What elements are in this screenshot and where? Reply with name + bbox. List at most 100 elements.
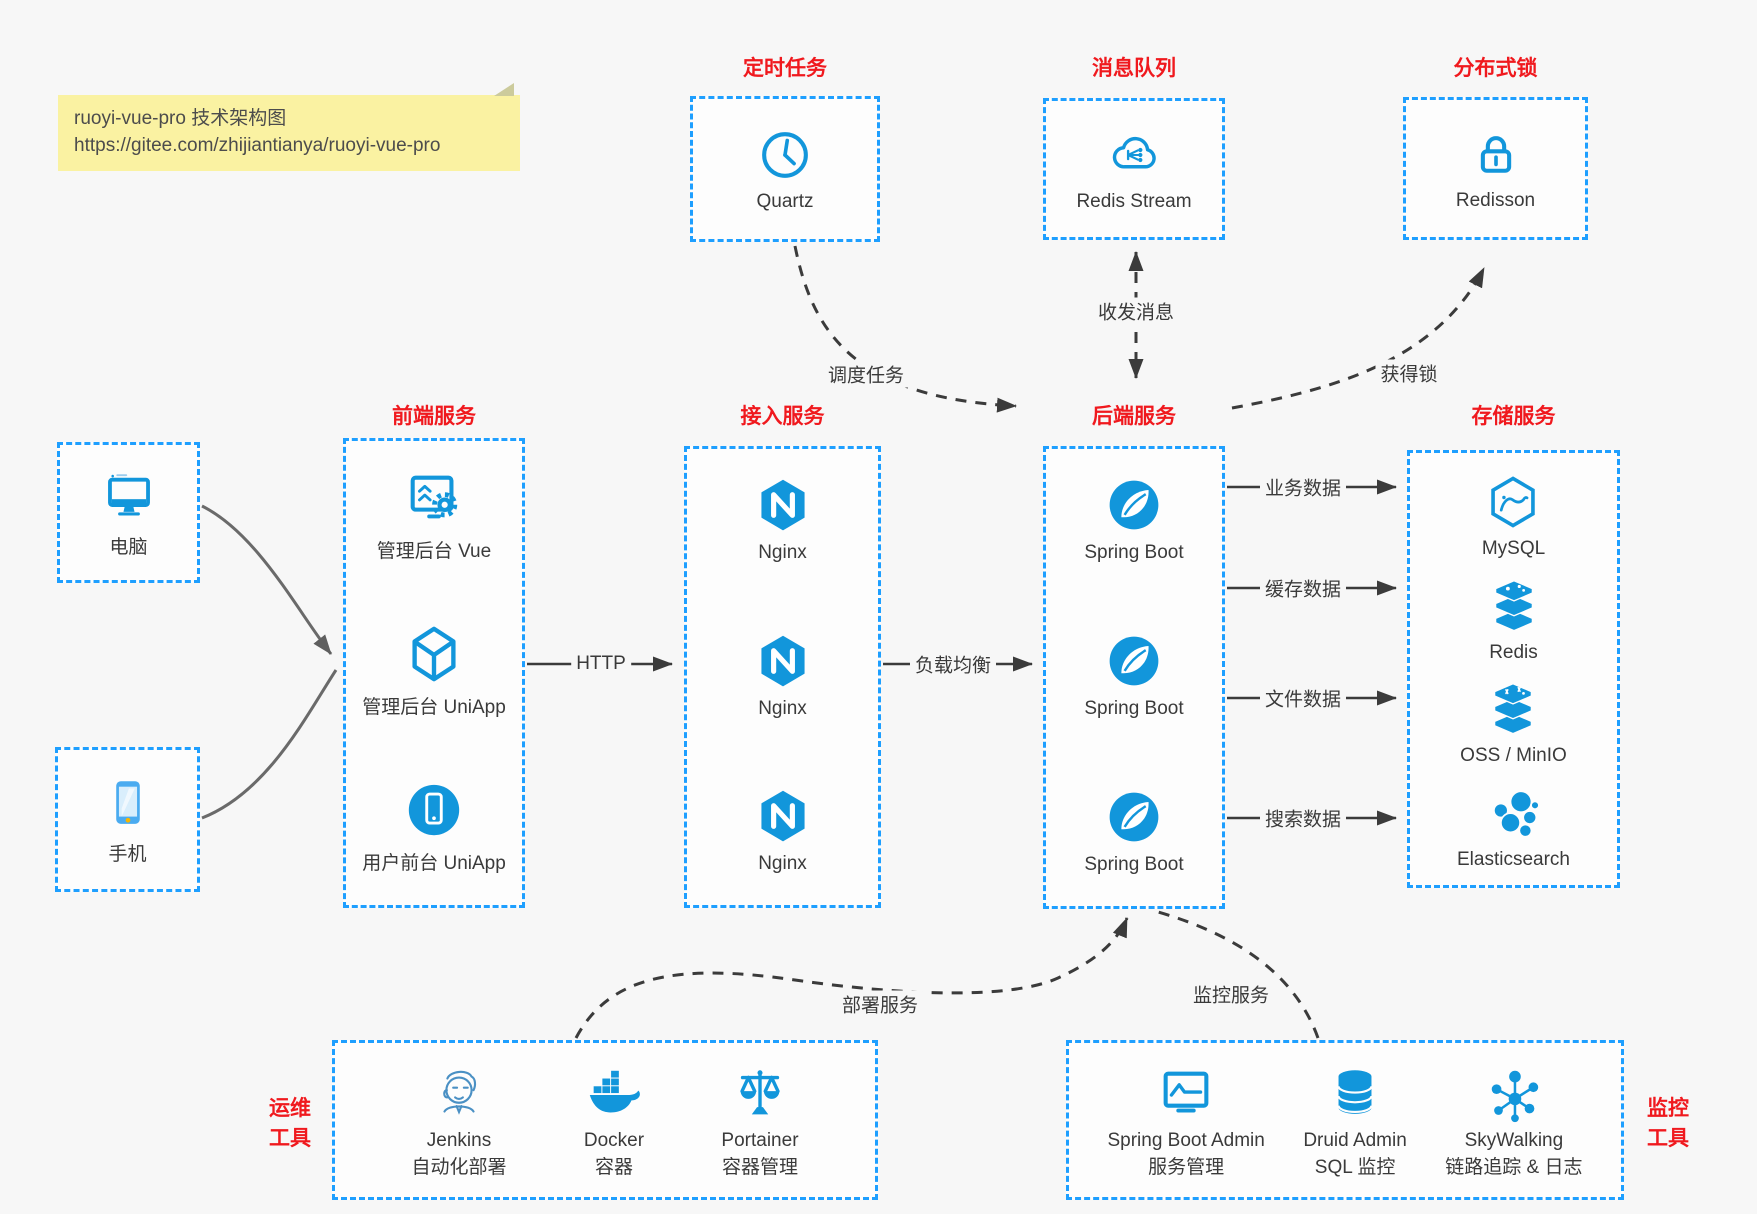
- node-spring-boot-3: Spring Boot: [1084, 787, 1184, 876]
- node-sublabel: 自动化部署: [411, 1157, 507, 1178]
- edge-label-file-data: 文件数据: [1259, 684, 1347, 712]
- edge-label-load-balance: 负载均衡: [909, 650, 997, 678]
- node-label: Redis: [1489, 641, 1538, 663]
- node-label: Nginx: [758, 853, 807, 874]
- box-ops-tools: Jenkins 自动化部署 Docker 容器: [332, 1040, 878, 1200]
- ops-title-line2: 工具: [269, 1127, 311, 1150]
- node-label: 用户前台 UniApp: [362, 853, 506, 874]
- elasticsearch-icon: [1492, 790, 1540, 838]
- edge-label-http: HTTP: [571, 653, 631, 675]
- node-label: Redis Stream: [1076, 190, 1192, 212]
- node-label: Docker: [583, 1130, 645, 1151]
- node-admin-vue: 管理后台 Vue: [377, 467, 491, 563]
- nginx-icon: [760, 790, 805, 842]
- node-druid-admin: Druid Admin SQL 监控: [1303, 1064, 1407, 1180]
- edge-label-search-data: 搜索数据: [1259, 804, 1347, 832]
- box-gateway-services: Nginx Nginx Nginx: [684, 446, 881, 908]
- box-pc-client: 电脑: [57, 442, 200, 583]
- column-title-storage: 存储服务: [1471, 405, 1556, 428]
- smartphone-icon: [115, 780, 140, 824]
- note-url: https://gitee.com/zhijiantianya/ruoyi-vu…: [74, 135, 441, 156]
- edge-pc-frontend-curve: [201, 504, 333, 655]
- node-label: Spring Boot Admin: [1107, 1130, 1265, 1151]
- node-label: Nginx: [758, 542, 807, 563]
- node-label: Druid Admin: [1303, 1130, 1407, 1151]
- column-title-frontend: 前端服务: [392, 405, 476, 428]
- edge-label-message: 收发消息: [1092, 297, 1180, 325]
- node-jenkins: Jenkins 自动化部署: [411, 1064, 506, 1180]
- monitoring-title-line2: 工具: [1647, 1127, 1689, 1150]
- padlock-icon: [1480, 136, 1511, 173]
- node-label: OSS / MinIO: [1460, 745, 1567, 767]
- node-redis: Redis: [1486, 579, 1542, 664]
- node-sublabel: 服务管理: [1148, 1157, 1225, 1178]
- mysql-icon: [1491, 476, 1536, 528]
- node-label: MySQL: [1481, 538, 1546, 559]
- node-label: Spring Boot: [1084, 542, 1184, 563]
- node-label: Spring Boot: [1084, 854, 1184, 875]
- node-quartz: Quartz: [756, 126, 814, 213]
- node-redis-stream: Redis Stream: [1076, 126, 1192, 213]
- group-title-mq: 消息队列: [1092, 57, 1176, 80]
- node-label: Portainer: [721, 1130, 799, 1151]
- druid-icon: [1337, 1070, 1373, 1114]
- monitoring-title-line1: 监控: [1647, 1097, 1689, 1120]
- box-backend-services: Spring Boot Spring Boot Spring Boot: [1043, 446, 1225, 909]
- box-frontend-services: 管理后台 Vue 管理后台 UniApp 用户前台 UniApp: [343, 438, 525, 908]
- edge-monitor-curve: [1157, 910, 1320, 1039]
- node-label: Redisson: [1455, 190, 1536, 211]
- node-sublabel: 容器管理: [721, 1157, 798, 1178]
- node-label: 电脑: [109, 536, 148, 558]
- node-user-uniapp: 用户前台 UniApp: [362, 779, 506, 875]
- node-pc: 电脑: [100, 467, 158, 559]
- user-app-icon: [408, 784, 460, 836]
- box-quartz: Quartz: [690, 96, 880, 242]
- node-skywalking: SkyWalking 链路追踪 & 日志: [1445, 1064, 1583, 1180]
- spring-boot-icon: [1109, 636, 1159, 686]
- node-redisson: Redisson: [1456, 125, 1535, 212]
- node-nginx-1: Nginx: [753, 475, 813, 564]
- node-label: Nginx: [758, 697, 807, 719]
- node-sublabel: 容器: [594, 1157, 633, 1178]
- skywalking-icon: [1491, 1070, 1539, 1123]
- column-title-backend: 后端服务: [1092, 405, 1176, 428]
- group-title-lock: 分布式锁: [1453, 57, 1538, 80]
- node-nginx-3: Nginx: [753, 786, 813, 875]
- edge-label-schedule: 调度任务: [822, 360, 910, 388]
- docker-icon: [589, 1070, 640, 1113]
- node-spring-boot-1: Spring Boot: [1084, 475, 1184, 564]
- edge-label-business-data: 业务数据: [1259, 473, 1347, 501]
- note-title: ruoyi-vue-pro 技术架构图: [74, 108, 287, 129]
- box-redisson: Redisson: [1403, 97, 1588, 240]
- node-elasticsearch: Elasticsearch: [1457, 786, 1570, 871]
- portainer-icon: [740, 1070, 780, 1115]
- node-label: Elasticsearch: [1457, 848, 1570, 870]
- monitoring-tools-title: 监控 工具: [1636, 1094, 1700, 1154]
- node-label: 手机: [108, 843, 147, 865]
- node-label: Quartz: [756, 190, 814, 212]
- box-monitoring-tools: Spring Boot Admin 服务管理 Druid Admin SQL 监…: [1066, 1040, 1624, 1200]
- nginx-icon: [760, 479, 805, 531]
- node-nginx-2: Nginx: [753, 631, 813, 720]
- spring-boot-icon: [1109, 792, 1159, 842]
- sticky-note: ruoyi-vue-pro 技术架构图 https://gitee.com/zh…: [58, 83, 520, 171]
- edge-lock-curve: [1231, 267, 1486, 410]
- group-title-scheduled: 定时任务: [743, 57, 827, 80]
- node-spring-boot-2: Spring Boot: [1084, 631, 1184, 720]
- column-title-gateway: 接入服务: [740, 405, 825, 428]
- box-phone-client: 手机: [55, 747, 200, 892]
- node-label: 管理后台 Vue: [376, 541, 492, 562]
- node-sublabel: 链路追踪 & 日志: [1445, 1157, 1583, 1178]
- object-storage-icon: [1494, 683, 1533, 735]
- redis-icon: [1494, 579, 1533, 631]
- admin-vue-icon: [410, 475, 458, 519]
- edge-label-cache-data: 缓存数据: [1259, 574, 1347, 602]
- node-admin-uniapp: 管理后台 UniApp: [362, 623, 506, 719]
- edge-label-lock: 获得锁: [1375, 359, 1443, 387]
- clock-icon: [762, 131, 808, 178]
- box-redis-stream: Redis Stream: [1043, 98, 1225, 240]
- node-label: Jenkins: [426, 1130, 492, 1151]
- box-storage-services: MySQL Redis OSS / MinIO: [1407, 450, 1620, 888]
- node-label: SkyWalking: [1464, 1130, 1564, 1151]
- edge-schedule-curve: [793, 245, 1017, 413]
